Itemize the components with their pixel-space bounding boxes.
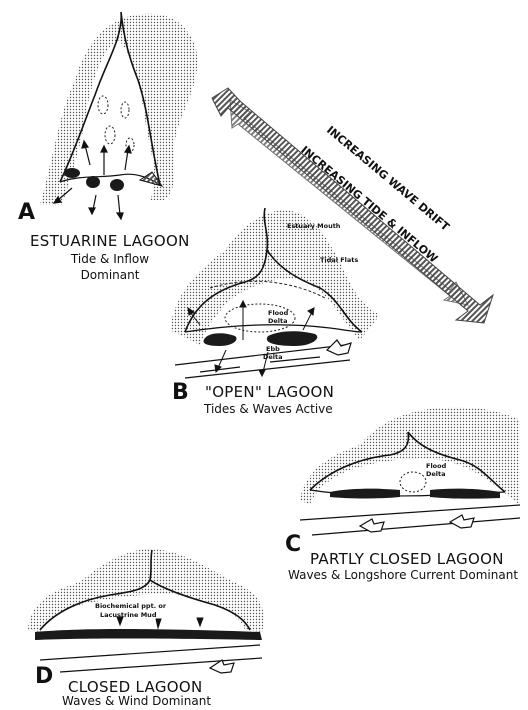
panel-d-land-shading — [28, 549, 264, 632]
panel-a-subtitle-2: Dominant — [70, 268, 150, 282]
panel-d-subtitle: Waves & Wind Dominant — [62, 694, 211, 708]
panel-b-ebb-delta-label-1: Ebb — [266, 345, 280, 353]
panel-d-letter: D — [35, 664, 53, 689]
panel-a-subtitle-1: Tide & Inflow — [70, 252, 150, 266]
panel-b-estuary-mouth-label: Estuary Mouth — [287, 222, 340, 230]
panel-c-barrier-left — [330, 489, 400, 499]
panel-c-sketch — [300, 407, 520, 535]
panel-d-mud-label-2: Lacustrine Mud — [100, 611, 156, 619]
panel-c-wave-arrow-2 — [450, 515, 474, 528]
panel-b-subtitle: Tides & Waves Active — [204, 402, 333, 416]
panel-d-barrier — [35, 629, 262, 640]
panel-a-sketch — [40, 12, 197, 219]
panel-c-subtitle: Waves & Longshore Current Dominant — [288, 568, 518, 582]
panel-b-tidal-flats-label: Tidal Flats — [320, 256, 358, 264]
panel-a-shoal-3 — [110, 179, 124, 191]
panel-d-mud-label-1: Biochemical ppt. or — [95, 602, 166, 610]
panel-c-title: PARTLY CLOSED LAGOON — [310, 550, 504, 568]
panel-a-shoal-2 — [86, 176, 100, 188]
panel-a-title: ESTUARINE LAGOON — [30, 232, 190, 250]
panel-a-land-shading — [40, 14, 197, 205]
panel-b-letter: B — [172, 380, 189, 405]
panel-c-flood-delta-label-2: Delta — [426, 470, 446, 478]
panel-b-flood-delta-label-2: Delta — [268, 317, 288, 325]
panel-c-flood-delta-label-1: Flood — [426, 462, 446, 470]
panel-b-title: "OPEN" LAGOON — [205, 383, 334, 401]
panel-b-flood-delta-label-1: Flood — [268, 309, 288, 317]
panel-b-wave-arrow — [327, 340, 351, 355]
panel-c-wave-arrow-1 — [360, 519, 384, 532]
ebb-delta-left — [203, 333, 236, 346]
panel-a-letter: A — [18, 200, 35, 225]
panel-c-barrier-right — [430, 489, 500, 499]
panel-b-ebb-delta-label-2: Delta — [263, 353, 283, 361]
ebb-delta-right — [267, 331, 317, 346]
panel-a-shoal-1 — [64, 168, 80, 178]
panel-c-letter: C — [285, 532, 301, 557]
